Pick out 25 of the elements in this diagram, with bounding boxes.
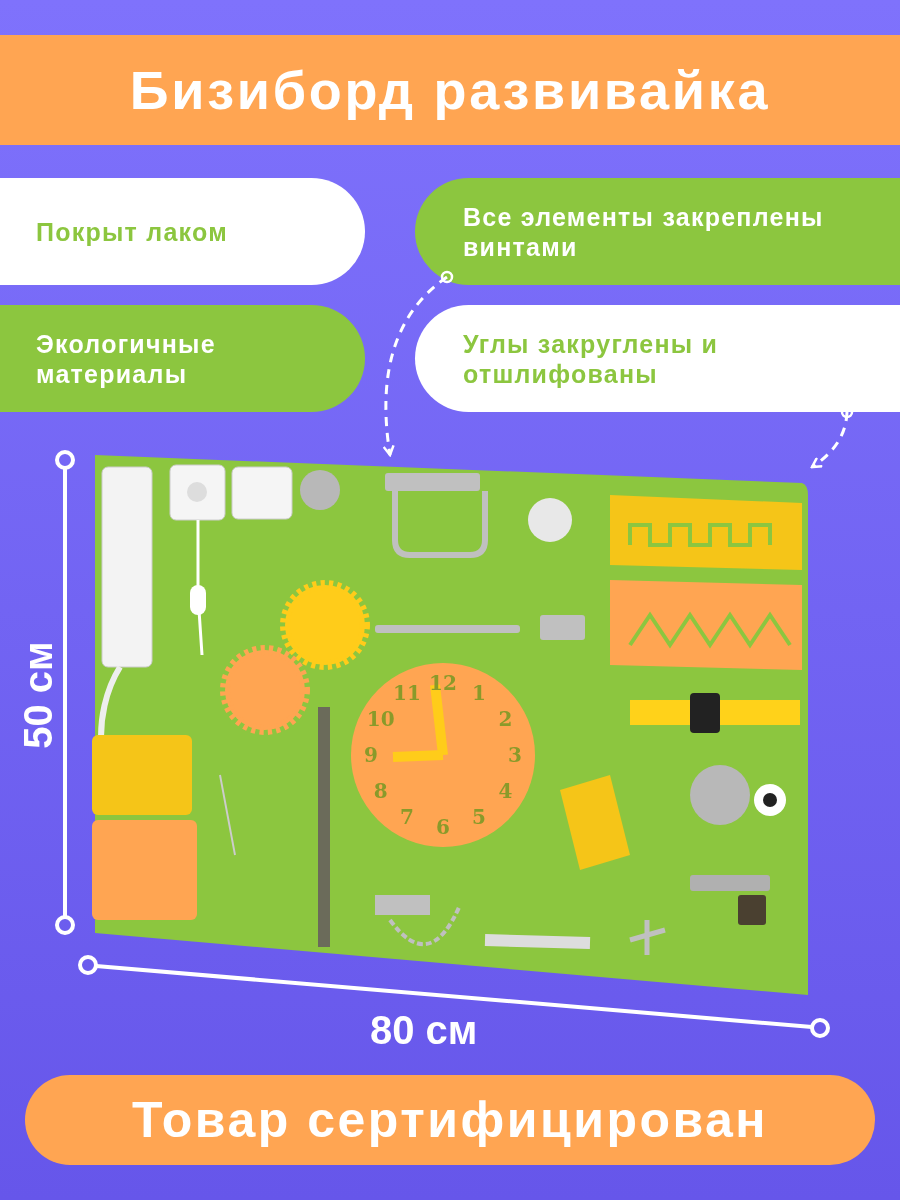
clock-number: 5 — [472, 807, 486, 828]
feature-pill — [0, 178, 365, 285]
banner-title: Бизиборд развивайка — [129, 58, 771, 122]
clock-number: 11 — [393, 682, 421, 703]
clock-number: 1 — [472, 682, 486, 703]
clock-number: 12 — [429, 673, 457, 693]
feature-pill — [0, 305, 365, 412]
feature-text: Все элементы закреплены винтами — [463, 201, 825, 262]
clock-number: 8 — [373, 781, 388, 801]
banner-text: Товар сертифицирован — [131, 1090, 769, 1150]
feature-text: Покрыт лаком — [36, 216, 229, 247]
clock-number: 6 — [436, 817, 450, 837]
feature-text: Углы закруглены и отшлифованы — [463, 328, 720, 389]
clock-number: 4 — [498, 781, 513, 801]
dimension-label: 80 см — [370, 1007, 478, 1054]
dimension-label: 50 см — [15, 640, 61, 751]
dashed-arrow — [382, 270, 454, 457]
clock-number: 7 — [400, 807, 414, 828]
feature-text: Экологичные материалы — [36, 328, 217, 389]
clock-number: 9 — [364, 745, 378, 765]
feature-pill — [415, 305, 900, 412]
clock-number: 3 — [508, 745, 522, 765]
feature-pill — [415, 178, 900, 285]
clock-number: 2 — [498, 709, 513, 729]
clock-number: 10 — [366, 709, 395, 729]
